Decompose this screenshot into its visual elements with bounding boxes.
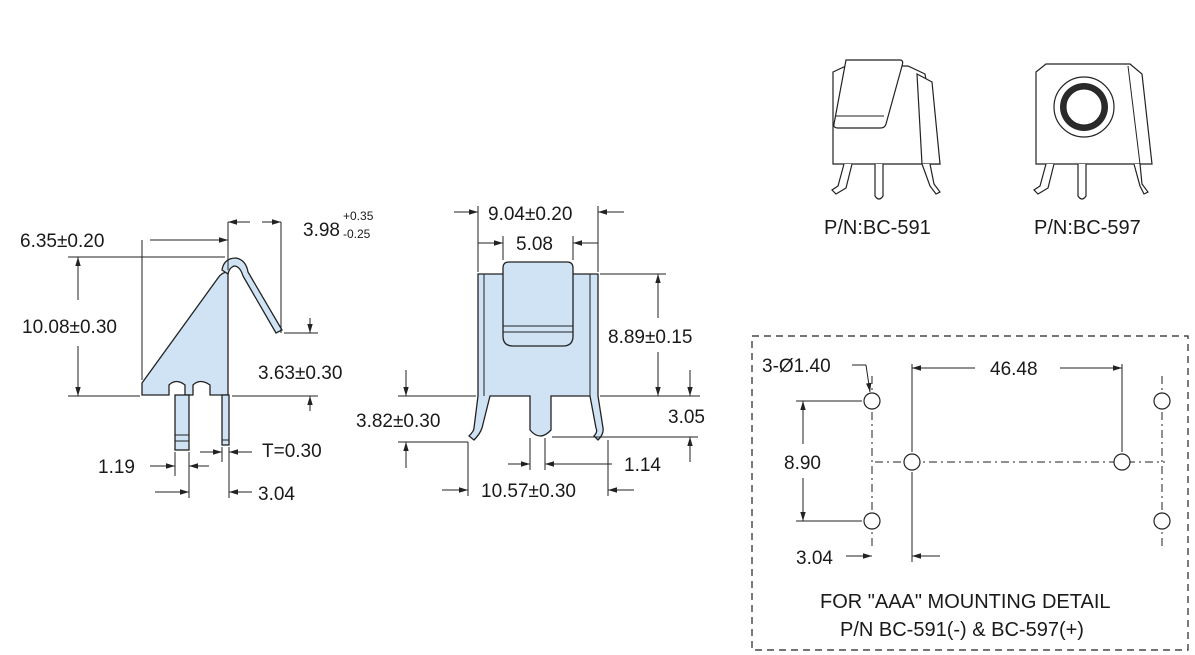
side-view-pin-left [174, 394, 190, 451]
mount-hole-bottom-left [863, 512, 881, 530]
hole-spacing-dim: 8.90 [784, 453, 821, 474]
center-pin-height-dim: 3.05 [668, 407, 705, 428]
iso-left-label: P/N:BC-591 [824, 217, 931, 239]
front-view-window [502, 261, 574, 347]
side-width-dim: 6.35±0.20 [20, 231, 104, 252]
spring-height-dim: 3.63±0.30 [258, 363, 342, 384]
pin-spacing-dim: 3.04 [258, 484, 295, 505]
contact-button-inner [1065, 88, 1103, 126]
mount-hole-center [903, 453, 921, 471]
side-view-pin-right [221, 394, 230, 446]
mount-hole-top-right [1153, 392, 1171, 410]
iso-view-bc591: P/N:BC-591 [824, 59, 941, 239]
spring-offset-plus: +0.35 [343, 209, 374, 223]
mount-hole-right-center [1113, 453, 1131, 471]
side-view-spring [221, 257, 283, 334]
side-view: 6.35±0.20 10.08±0.30 3.98 +0.35 -0.25 3.… [20, 209, 374, 505]
front-width-dim: 9.04±0.20 [488, 204, 572, 225]
thickness-dim: T=0.30 [262, 441, 322, 462]
window-width-dim: 5.08 [516, 234, 553, 255]
hole-callout: 3-Ø1.40 [762, 356, 831, 377]
pin-width-dim: 1.19 [98, 457, 135, 478]
mounting-title-line2: P/N BC-591(-) & BC-597(+) [840, 619, 1084, 641]
iso-right-label: P/N:BC-597 [1034, 217, 1141, 239]
front-view: 9.04±0.20 5.08 8.89±0.15 3.82±0.30 3.05 … [356, 204, 705, 502]
center-pin-width-dim: 1.14 [624, 455, 661, 476]
body-height-dim: 8.89±0.15 [608, 327, 692, 348]
lead-span-dim: 10.57±0.30 [481, 481, 576, 502]
iso-view-bc597: P/N:BC-597 [1033, 63, 1153, 239]
spring-offset-dim: 3.98 [303, 220, 340, 241]
mount-offset-dim: 3.04 [796, 548, 833, 569]
mount-hole-bottom-right [1153, 512, 1171, 530]
mounting-detail: 3-Ø1.40 46.48 8.90 3.04 FOR "AAA" MOUNTI… [751, 335, 1189, 651]
mount-length-dim: 46.48 [990, 359, 1038, 380]
mounting-title-line1: FOR "AAA" MOUNTING DETAIL [820, 591, 1111, 613]
side-view-body [141, 271, 229, 396]
side-height-dim: 10.08±0.30 [22, 317, 117, 338]
spring-offset-minus: -0.25 [343, 227, 371, 241]
mounting-border [751, 335, 1189, 651]
mount-hole-top-left [863, 392, 881, 410]
lead-height-dim: 3.82±0.30 [356, 411, 440, 432]
